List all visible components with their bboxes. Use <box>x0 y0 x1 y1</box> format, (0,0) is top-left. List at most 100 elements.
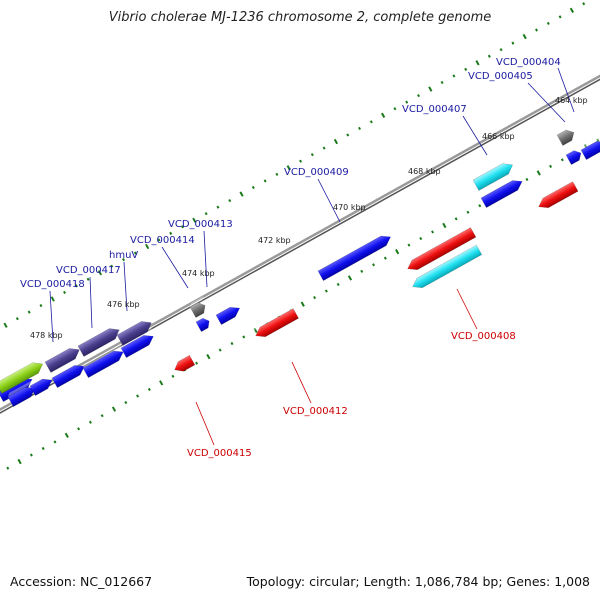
gene-blue[interactable] <box>51 357 90 388</box>
gene-label[interactable]: hmuV <box>109 250 138 261</box>
gene-green[interactable] <box>0 354 48 394</box>
tick-mark-top <box>487 54 491 58</box>
gene-label[interactable]: VCD_000407 <box>402 104 467 115</box>
tick-mark-bottom <box>395 248 400 255</box>
gene-label[interactable]: VCD_000404 <box>496 57 561 68</box>
tick-mark-top <box>393 107 397 111</box>
tick-mark-top <box>3 322 8 328</box>
tick-mark-top <box>582 2 586 6</box>
leader-line <box>291 361 312 404</box>
tick-mark-bottom <box>159 380 164 386</box>
kbp-label: 466 kbp <box>482 132 515 141</box>
kbp-label: 472 kbp <box>258 236 291 245</box>
gene-red[interactable] <box>171 351 198 374</box>
tick-mark-top <box>122 258 126 262</box>
tick-mark-top <box>310 153 314 157</box>
gene-blue[interactable] <box>82 343 129 378</box>
gene-cyan[interactable] <box>409 240 485 292</box>
tick-mark-top <box>63 290 67 295</box>
gene-label[interactable]: VCD_000414 <box>130 235 195 246</box>
tick-mark-top <box>369 120 373 124</box>
gene-blue[interactable] <box>195 312 215 332</box>
gene-blue[interactable] <box>565 144 587 165</box>
leader-line <box>317 178 341 223</box>
tick-mark-top <box>558 15 562 19</box>
map-title: Vibrio cholerae MJ-1236 chromosome 2, co… <box>108 10 492 25</box>
tick-mark-top <box>157 238 161 242</box>
tick-mark-top <box>322 146 326 150</box>
gene-red[interactable] <box>535 177 581 212</box>
tick-mark-top <box>169 231 173 235</box>
tick-mark-bottom <box>100 414 104 418</box>
gene-purple[interactable] <box>44 340 85 373</box>
tick-mark-top <box>216 205 220 209</box>
tick-mark-top <box>428 86 433 92</box>
tick-mark-top <box>239 191 244 197</box>
tick-mark-top <box>74 284 78 288</box>
tick-mark-top <box>251 185 255 190</box>
tick-mark-top <box>228 199 232 203</box>
leader-line <box>89 276 93 329</box>
gene-label[interactable]: VCD_000415 <box>187 448 252 459</box>
gene-blue[interactable] <box>317 228 396 281</box>
gene-purple[interactable] <box>116 313 157 346</box>
tick-mark-top <box>499 48 503 52</box>
tick-mark-bottom <box>419 236 423 241</box>
tick-mark-bottom <box>136 394 140 398</box>
tick-mark-bottom <box>536 170 541 176</box>
tick-mark-bottom <box>442 222 447 229</box>
tick-mark-top <box>358 126 362 130</box>
tick-mark-top <box>511 41 515 45</box>
accession-text: Accession: NC_012667 <box>10 574 153 589</box>
gene-blue[interactable] <box>580 133 600 160</box>
tick-mark-bottom <box>383 256 387 260</box>
tick-mark-bottom <box>300 301 305 307</box>
gene-red[interactable] <box>252 304 302 341</box>
tick-mark-top <box>535 28 538 32</box>
gene-blue[interactable] <box>480 172 528 208</box>
gene-gray[interactable] <box>556 123 580 146</box>
gene-label[interactable]: VCD_000412 <box>283 406 348 417</box>
gene-blue[interactable] <box>7 379 41 407</box>
tick-mark-bottom <box>336 282 340 287</box>
tick-mark-top <box>569 7 574 13</box>
leader-line <box>203 230 208 288</box>
gene-red[interactable] <box>404 223 479 273</box>
gene-purple-hmuV[interactable] <box>77 320 125 357</box>
tick-mark-bottom <box>230 341 234 346</box>
tick-mark-bottom <box>147 387 151 392</box>
leader-line <box>527 82 566 123</box>
tick-mark-top <box>440 80 444 85</box>
tick-mark-bottom <box>431 230 435 234</box>
kbp-label: 478 kbp <box>30 331 63 340</box>
tick-mark-top <box>204 212 208 216</box>
gene-label[interactable]: VCD_000418 <box>20 279 85 290</box>
tick-mark-top <box>417 94 420 98</box>
tick-mark-top <box>145 243 150 250</box>
gene-label[interactable]: VCD_000405 <box>468 71 533 82</box>
gene-label[interactable]: VCD_000409 <box>284 167 349 178</box>
gene-gray[interactable] <box>189 296 211 318</box>
tick-mark-bottom <box>324 289 328 293</box>
gene-cyan[interactable] <box>472 155 519 191</box>
gene-blue[interactable] <box>29 371 58 396</box>
tick-mark-bottom <box>407 243 411 247</box>
kbp-label: 464 kbp <box>555 96 588 105</box>
tick-mark-bottom <box>77 427 81 431</box>
tick-mark-bottom <box>466 210 470 214</box>
tick-mark-bottom <box>347 275 353 281</box>
tick-mark-top <box>39 303 43 308</box>
gene-label[interactable]: VCD_000413 <box>168 219 233 230</box>
tick-mark-bottom <box>549 164 553 168</box>
tick-mark-bottom <box>41 446 45 451</box>
tick-mark-bottom <box>6 466 10 470</box>
leader-line <box>557 67 575 113</box>
tick-mark-top <box>299 159 303 163</box>
tick-mark-bottom <box>195 361 199 365</box>
gene-label[interactable]: VCD_000417 <box>56 265 121 276</box>
gene-blue[interactable] <box>215 299 245 325</box>
backbone-line-upper <box>0 74 600 411</box>
tick-mark-top <box>86 277 90 281</box>
gene-label[interactable]: VCD_000408 <box>451 331 516 342</box>
